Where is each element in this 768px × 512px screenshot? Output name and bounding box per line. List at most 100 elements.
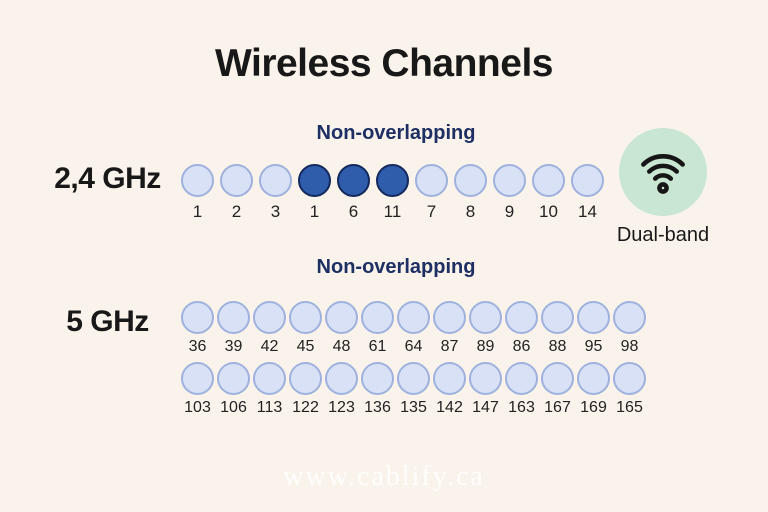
non-overlapping-label-5ghz: Non-overlapping: [316, 256, 476, 278]
channel-number: 8: [465, 202, 476, 221]
channel-circle: [541, 362, 574, 395]
watermark: www.cablify.ca: [283, 461, 485, 492]
channel-number: 113: [256, 399, 283, 416]
channel-number: 42: [260, 338, 279, 355]
channel-circle: [181, 301, 214, 334]
channel: 98: [613, 301, 646, 356]
channel-number: 45: [296, 338, 315, 355]
channel-number: 123: [328, 399, 355, 416]
channel: 10: [532, 164, 565, 222]
channel-number: 2: [231, 202, 242, 221]
channel: 11: [376, 164, 409, 222]
channel-row-5ghz-1: 36 39 42 45 48 61 64 87 89 86 88: [181, 301, 646, 356]
channel: 48: [325, 301, 358, 356]
channel: 1: [298, 164, 331, 222]
channel: 135: [397, 362, 430, 417]
channel-circle: [217, 301, 250, 334]
channel: 165: [613, 362, 646, 417]
channel-number: 61: [368, 338, 387, 355]
channel-circle: [532, 164, 565, 197]
channel-circle: [376, 164, 409, 197]
channel-circle: [493, 164, 526, 197]
band-label-24ghz: 2,4 GHz: [54, 162, 161, 195]
channel-circle: [259, 164, 292, 197]
channel-number: 39: [224, 338, 243, 355]
channel: 64: [397, 301, 430, 356]
channel-number: 7: [426, 202, 437, 221]
channel-number: 14: [578, 202, 597, 221]
channel-number: 103: [184, 399, 211, 416]
channel-circle: [577, 362, 610, 395]
channel-circle: [361, 362, 394, 395]
channel-number: 11: [383, 202, 402, 221]
channel-number: 163: [508, 399, 535, 416]
channel: 45: [289, 301, 322, 356]
channel: 163: [505, 362, 538, 417]
channel: 89: [469, 301, 502, 356]
channel-number: 3: [270, 202, 281, 221]
channel-circle: [433, 362, 466, 395]
channel-number: 167: [544, 399, 571, 416]
channel-circle: [541, 301, 574, 334]
channel: 167: [541, 362, 574, 417]
channel: 88: [541, 301, 574, 356]
non-overlapping-label-24ghz: Non-overlapping: [316, 122, 476, 144]
channel-number: 135: [400, 399, 427, 416]
channel-row-24ghz: 1 2 3 1 6 11 7 8 9 10 14: [181, 164, 604, 222]
channel: 36: [181, 301, 214, 356]
channel-number: 106: [220, 399, 247, 416]
channel-number: 147: [472, 399, 499, 416]
channel-circle: [613, 362, 646, 395]
channel-circle: [397, 301, 430, 334]
channel-number: 89: [476, 338, 495, 355]
channel-circle: [505, 301, 538, 334]
channel-circle: [571, 164, 604, 197]
channel: 2: [220, 164, 253, 222]
channel-circle: [289, 301, 322, 334]
channel-number: 36: [188, 338, 207, 355]
band-label-5ghz: 5 GHz: [66, 305, 149, 338]
channel-circle: [253, 362, 286, 395]
channel-number: 122: [292, 399, 319, 416]
channel-circle: [217, 362, 250, 395]
channel-circle: [433, 301, 466, 334]
channel-number: 165: [616, 399, 643, 416]
channel-row-5ghz-2: 103 106 113 122 123 136 135 142 147 163: [181, 362, 646, 417]
channel-number: 48: [332, 338, 351, 355]
channel: 142: [433, 362, 466, 417]
channel-number: 136: [364, 399, 391, 416]
channel-circle: [361, 301, 394, 334]
channel-circle: [415, 164, 448, 197]
channel: 42: [253, 301, 286, 356]
page-title: Wireless Channels: [215, 42, 553, 85]
channel-circle: [289, 362, 322, 395]
channel-number: 64: [404, 338, 423, 355]
channel-circle: [505, 362, 538, 395]
dual-band-circle: [619, 128, 707, 216]
channel: 95: [577, 301, 610, 356]
channel: 123: [325, 362, 358, 417]
channel: 14: [571, 164, 604, 222]
channel-number: 98: [620, 338, 639, 355]
channel: 87: [433, 301, 466, 356]
channel-circle: [220, 164, 253, 197]
channel-circle: [181, 164, 214, 197]
channel: 1: [181, 164, 214, 222]
channel-circle: [325, 301, 358, 334]
channel: 122: [289, 362, 322, 417]
channel-circle: [181, 362, 214, 395]
channel-circle: [454, 164, 487, 197]
channel-circle: [613, 301, 646, 334]
channel-number: 142: [436, 399, 463, 416]
channel: 7: [415, 164, 448, 222]
channel-number: 1: [192, 202, 203, 221]
wifi-icon: [641, 154, 685, 194]
channel-number: 169: [580, 399, 607, 416]
dual-band-label: Dual-band: [616, 224, 710, 246]
channel-circle: [469, 301, 502, 334]
channel-circle: [298, 164, 331, 197]
channel: 61: [361, 301, 394, 356]
channel-number: 1: [309, 202, 320, 221]
channel-number: 95: [584, 338, 603, 355]
